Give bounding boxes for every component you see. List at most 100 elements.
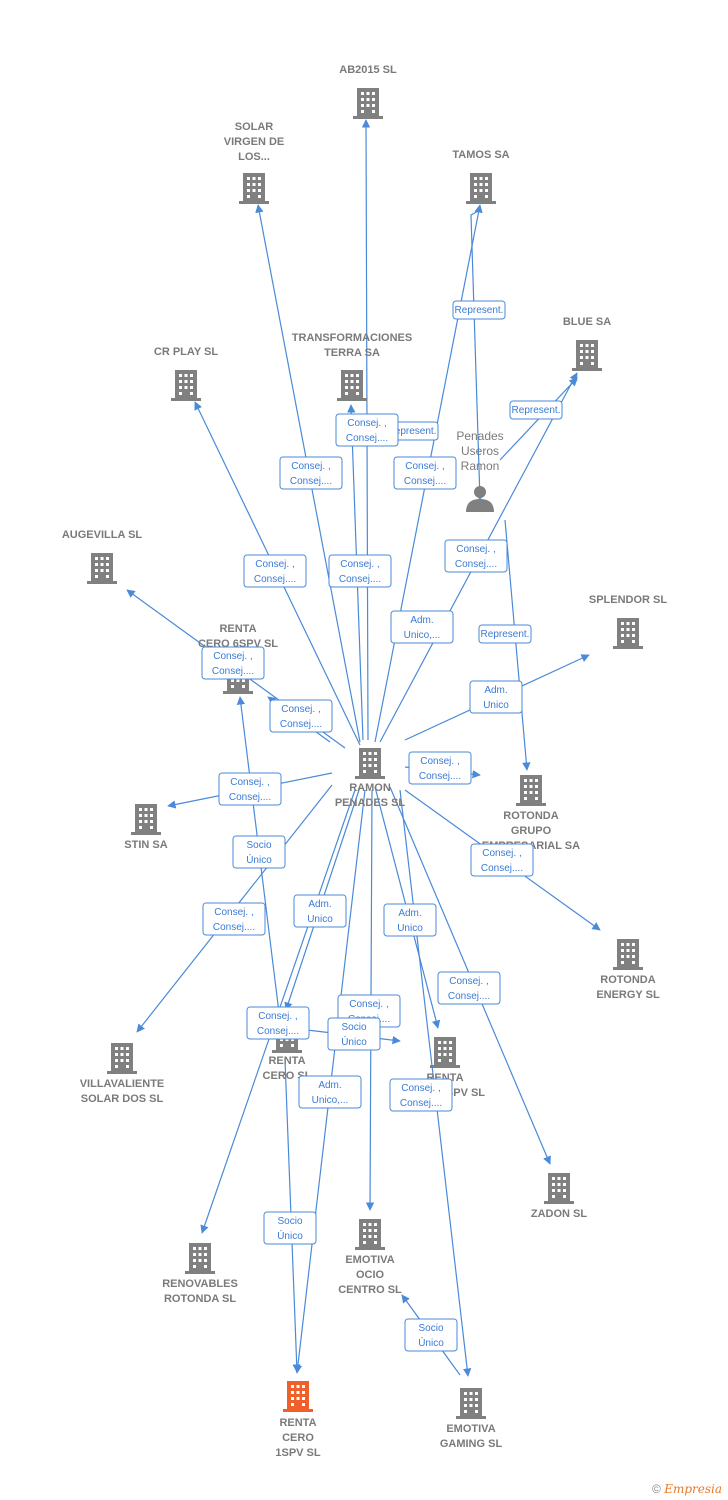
relation-label-text: Socio bbox=[341, 1022, 366, 1033]
building-icon bbox=[353, 88, 383, 119]
relation-label-text: Consej.... bbox=[404, 476, 446, 487]
relation-edge bbox=[470, 209, 484, 501]
node-zadon[interactable]: ZADON SL bbox=[531, 1173, 588, 1220]
relation-label[interactable]: Adm.Unico,... bbox=[390, 610, 454, 644]
node-label-line: AB2015 SL bbox=[339, 64, 397, 76]
node-tamos[interactable]: TAMOS SA bbox=[452, 149, 510, 204]
copyright-symbol: © bbox=[652, 1482, 661, 1496]
relation-label[interactable]: Represent. bbox=[478, 624, 532, 644]
building-icon bbox=[185, 1243, 215, 1274]
node-label-line: SOLAR DOS SL bbox=[81, 1093, 164, 1105]
building-icon bbox=[171, 370, 201, 401]
relation-label[interactable]: Consej. , Consej.... bbox=[393, 456, 457, 490]
relation-label[interactable]: Consej. ,Consej.... bbox=[201, 646, 265, 680]
relation-label-text: Consej. , bbox=[449, 976, 488, 987]
relation-label-box bbox=[478, 624, 532, 644]
relation-label-box bbox=[452, 300, 506, 320]
relation-label[interactable]: Represent. bbox=[509, 400, 563, 420]
relation-label[interactable]: Consej. ,Consej.... bbox=[408, 751, 472, 785]
relation-label-text: Adm. bbox=[308, 899, 331, 910]
relation-label-box bbox=[202, 902, 266, 936]
relation-label-text: Unico bbox=[307, 914, 333, 925]
relation-label[interactable]: Consej. , Consej.... bbox=[437, 971, 501, 1005]
relation-label-text: Consej.... bbox=[290, 476, 332, 487]
node-stin[interactable]: STIN SA bbox=[124, 804, 168, 851]
relation-label[interactable]: Consej. ,Consej.... bbox=[389, 1078, 453, 1112]
node-label-line: AUGEVILLA SL bbox=[62, 529, 143, 541]
building-icon bbox=[87, 553, 117, 584]
relation-label-box bbox=[383, 903, 437, 937]
building-icon bbox=[107, 1043, 137, 1074]
relation-label[interactable]: Consej. , Consej.... bbox=[218, 772, 282, 806]
relation-label-box bbox=[269, 699, 333, 733]
node-rotonda_grupo[interactable]: ROTONDAGRUPOEMPRESARIAL SA bbox=[482, 775, 580, 852]
relation-label[interactable]: Adm.Unico bbox=[469, 680, 523, 714]
relation-label[interactable]: Consej. ,Consej.... bbox=[335, 413, 399, 447]
relation-label[interactable]: Consej. ,Consej.... bbox=[328, 554, 392, 588]
node-label-line: RENTA bbox=[219, 623, 256, 635]
relation-label[interactable]: Consej. ,Consej.... bbox=[202, 902, 266, 936]
relation-labels-layer: Represent. Represent. Consej. , Consej.... R… bbox=[201, 300, 563, 1352]
relation-label-text: Consej.... bbox=[448, 991, 490, 1002]
relation-label-text: Unico bbox=[483, 700, 509, 711]
building-icon bbox=[572, 340, 602, 371]
node-label-line: Penades bbox=[456, 429, 503, 443]
building-icon bbox=[544, 1173, 574, 1204]
relation-label-text: Consej.... bbox=[400, 1098, 442, 1109]
relation-label-text: Represent. bbox=[455, 305, 504, 316]
relation-label-text: Socio bbox=[418, 1323, 443, 1334]
relation-label-text: Consej.... bbox=[229, 792, 271, 803]
relation-label-text: Consej.... bbox=[254, 574, 296, 585]
relation-label[interactable]: Consej. ,Consej.... bbox=[279, 456, 343, 490]
building-icon bbox=[430, 1037, 460, 1068]
person-icon-body bbox=[466, 499, 494, 512]
building-icon bbox=[613, 618, 643, 649]
node-augevilla[interactable]: AUGEVILLA SL bbox=[62, 529, 143, 584]
node-label-line: PENADES SL bbox=[335, 797, 406, 809]
building-icon bbox=[283, 1381, 313, 1412]
node-label: SPLENDOR SL bbox=[589, 594, 668, 606]
relation-label[interactable]: Adm.Unico bbox=[383, 903, 437, 937]
node-ab2015[interactable]: AB2015 SL bbox=[339, 64, 397, 119]
relation-label[interactable]: Represent. bbox=[385, 421, 439, 441]
relation-label[interactable]: Consej. ,Consej.... bbox=[243, 554, 307, 588]
node-crplay[interactable]: CR PLAY SL bbox=[154, 346, 218, 401]
relation-label-text: Represent. bbox=[388, 426, 437, 437]
building-icon bbox=[456, 1388, 486, 1419]
node-splendor[interactable]: SPLENDOR SL bbox=[589, 594, 668, 649]
relation-label-text: Consej. , bbox=[405, 461, 444, 472]
node-blue[interactable]: BLUE SA bbox=[563, 316, 611, 371]
node-label-line: LOS... bbox=[238, 151, 270, 163]
relation-label[interactable]: Consej. ,Consej.... bbox=[444, 539, 508, 573]
relation-label[interactable]: Represent. bbox=[452, 300, 506, 320]
relation-label[interactable]: Adm. Unico bbox=[293, 894, 347, 928]
relation-label-text: Unico,... bbox=[312, 1095, 349, 1106]
relation-label[interactable]: Consej. ,Consej.... bbox=[269, 699, 333, 733]
relation-label[interactable]: Consej. ,Consej.... bbox=[246, 1006, 310, 1040]
relation-label-text: Consej. , bbox=[230, 777, 269, 788]
relation-label-text: Consej.... bbox=[257, 1026, 299, 1037]
node-label-line: BLUE SA bbox=[563, 316, 611, 328]
relation-label[interactable]: Adm.Unico,... bbox=[298, 1075, 362, 1109]
relation-label[interactable]: Consej. ,Consej.... bbox=[470, 843, 534, 877]
brand-logo[interactable]: Empresia bbox=[664, 1482, 722, 1496]
